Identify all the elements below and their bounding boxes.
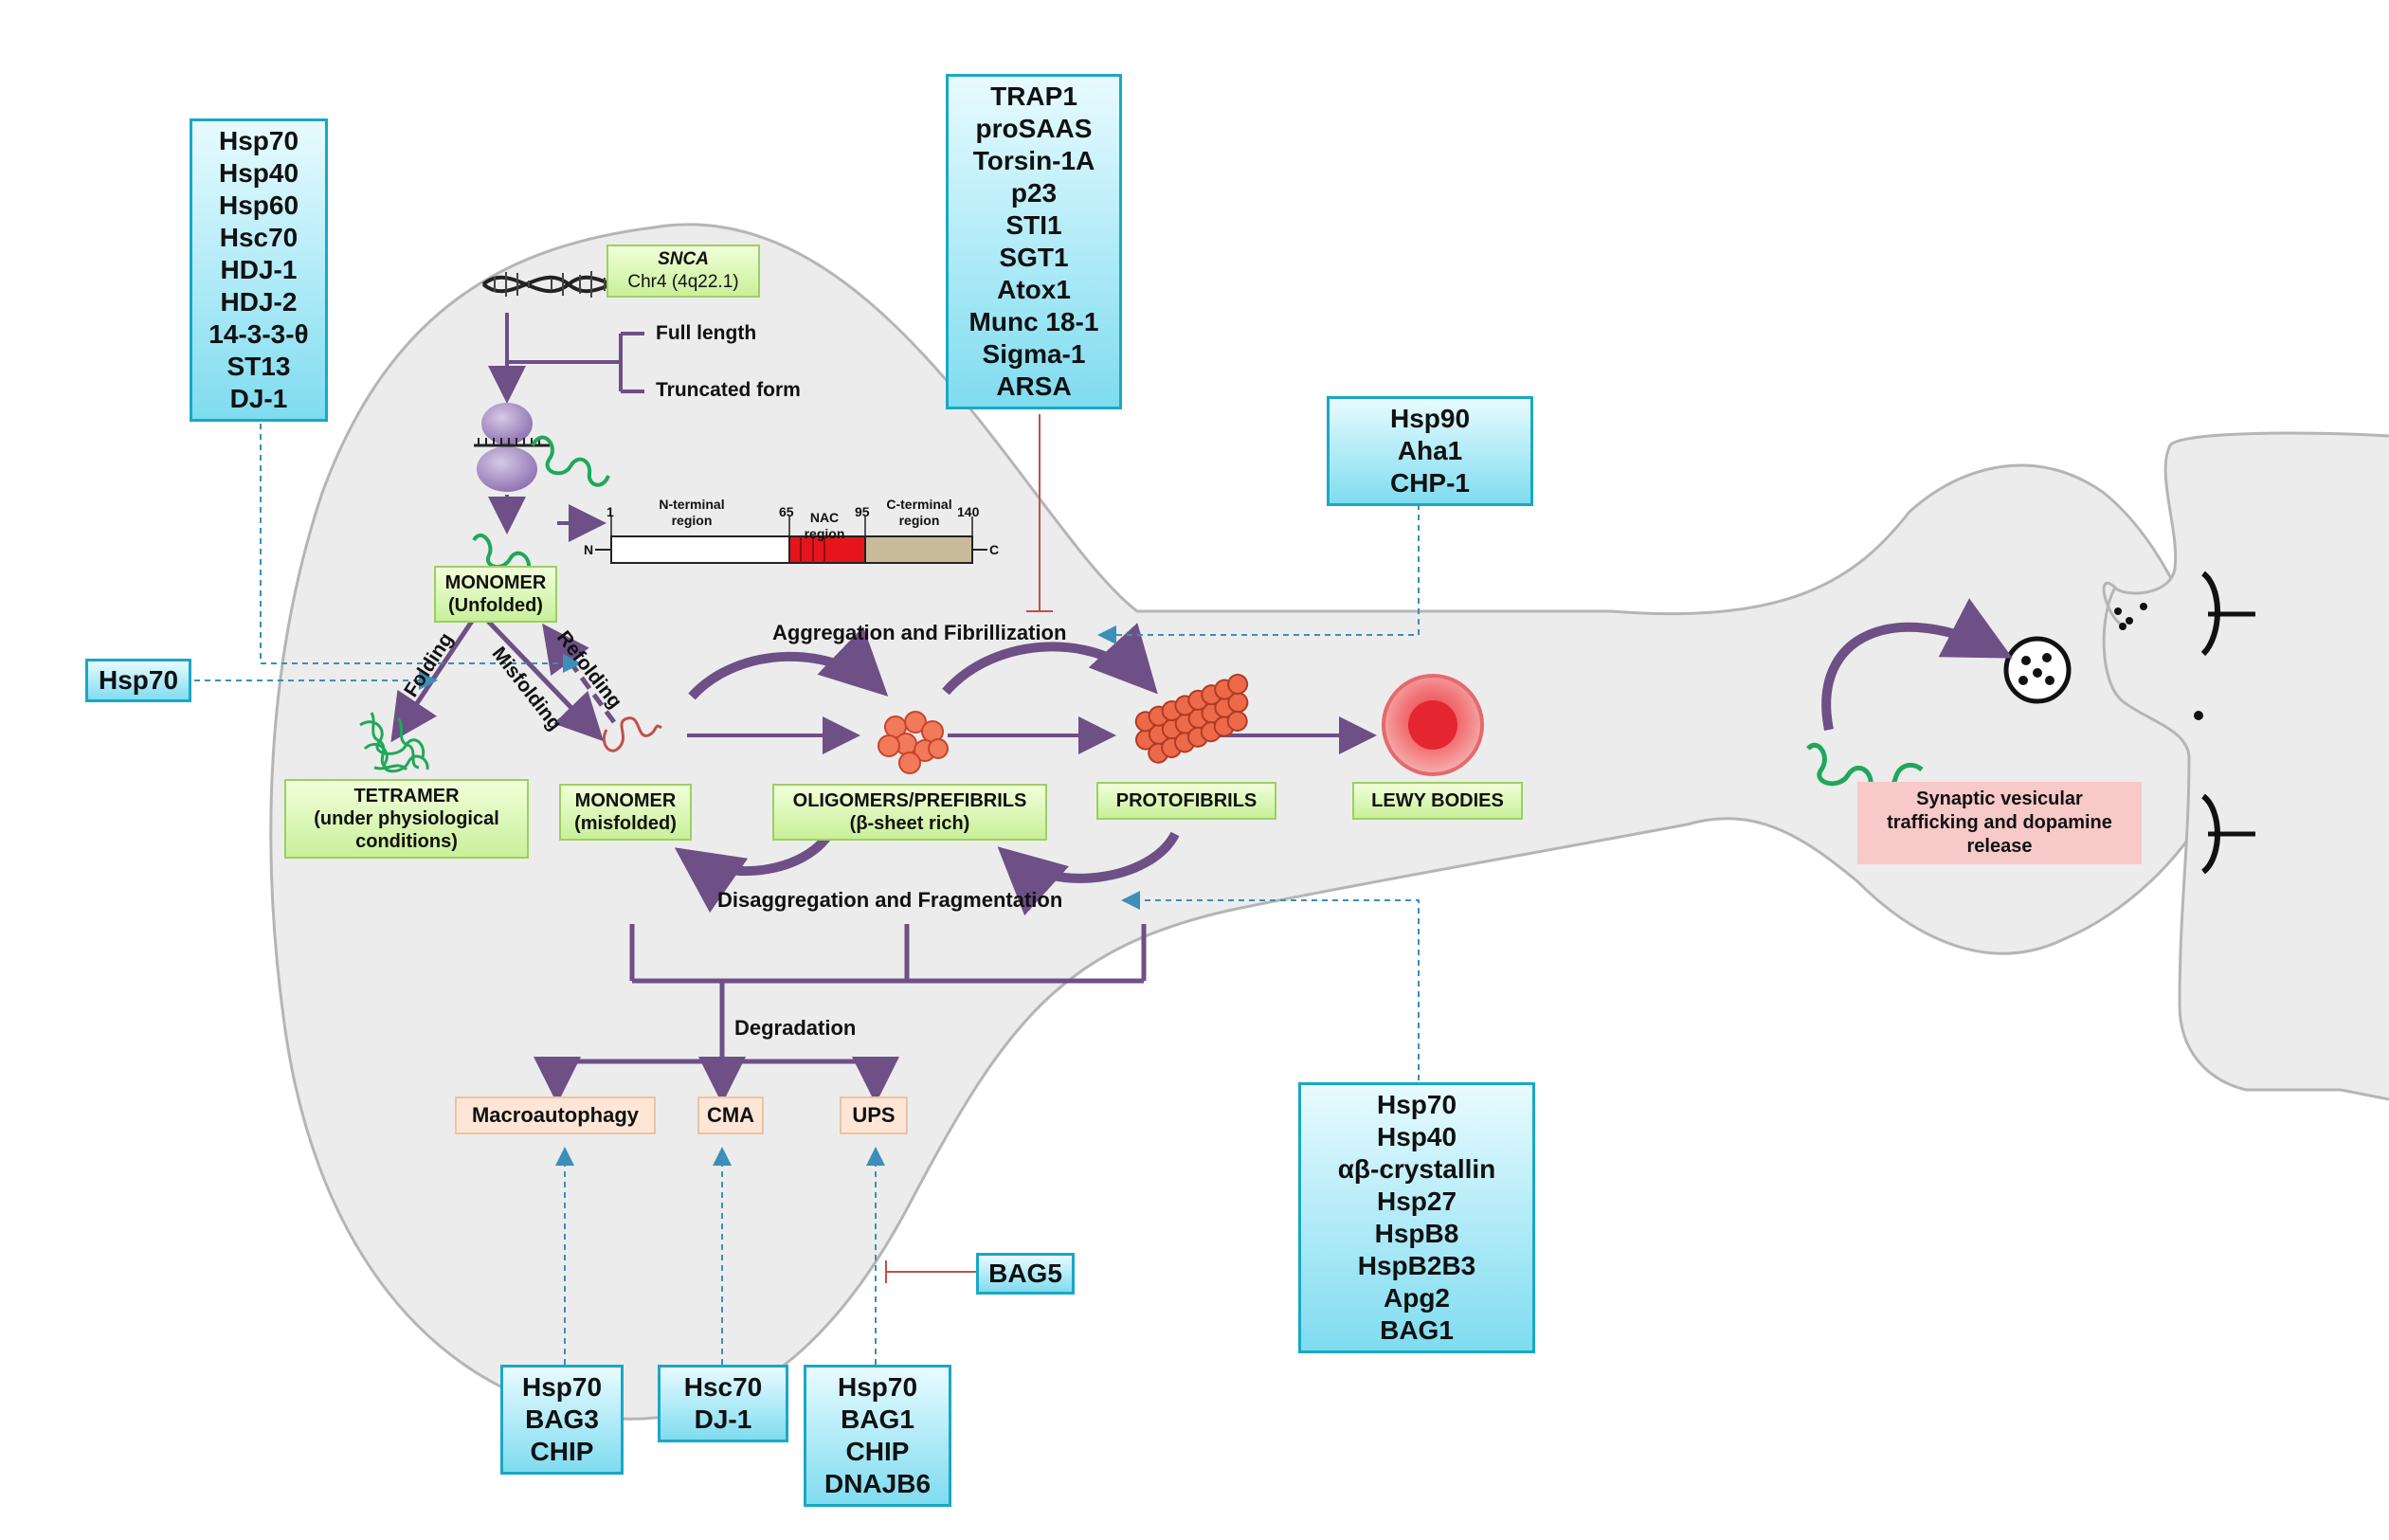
domain-pos-140: 140 — [957, 504, 980, 519]
cma-box: CMA — [697, 1096, 764, 1134]
oligomers-box: OLIGOMERS/PREFIBRILS(β-sheet rich) — [772, 784, 1047, 841]
snca-domain-map — [595, 516, 987, 564]
disaggregation-label: Disaggregation and Fragmentation — [717, 888, 1063, 912]
gene-label-box: SNCA Chr4 (4q22.1) — [606, 245, 760, 298]
ups-box: UPS — [840, 1096, 908, 1134]
dopamine-receptor-lower — [2200, 793, 2255, 875]
protofibril-icon — [1134, 673, 1249, 764]
dopamine-receptor-upper — [2200, 571, 2255, 657]
domain-pos-1: 1 — [606, 504, 614, 519]
transcript-full-length: Full length — [656, 322, 757, 344]
synaptic-release-arrow — [1821, 598, 2013, 731]
chaperone-box-hsp70-left: Hsp70 — [85, 659, 191, 702]
domain-c-terminus: C — [989, 542, 1000, 557]
chaperone-box-ups-inhibitor: BAG5 — [976, 1253, 1075, 1295]
domain-pos-95: 95 — [855, 504, 870, 519]
synaptic-monomer-squiggle — [1806, 742, 1924, 795]
postsynaptic-cell — [2102, 431, 2389, 1101]
transcript-truncated: Truncated form — [656, 379, 801, 401]
oligomer-icon — [878, 711, 949, 774]
ribosome-icon — [474, 403, 610, 492]
tetramer-icon — [359, 712, 429, 773]
protofibrils-box: PROTOFIBRILS — [1096, 782, 1276, 820]
macroautophagy-box: Macroautophagy — [455, 1096, 656, 1134]
lewy-bodies-box: LEWY BODIES — [1352, 782, 1523, 820]
aggregation-label: Aggregation and Fibrillization — [772, 621, 1067, 644]
misfolded-monomer-icon — [602, 716, 662, 752]
gene-locus: Chr4 (4q22.1) — [627, 272, 739, 292]
domain-n-terminus: N — [584, 542, 594, 557]
domain-pos-65: 65 — [779, 504, 794, 519]
monomer-misfolded-box: MONOMER(misfolded) — [559, 784, 692, 841]
monomer-unfolded-box: MONOMER(Unfolded) — [434, 566, 557, 623]
degradation-label: Degradation — [734, 1016, 857, 1040]
gene-name: SNCA — [658, 249, 709, 269]
lewy-body-icon — [1382, 674, 1484, 776]
